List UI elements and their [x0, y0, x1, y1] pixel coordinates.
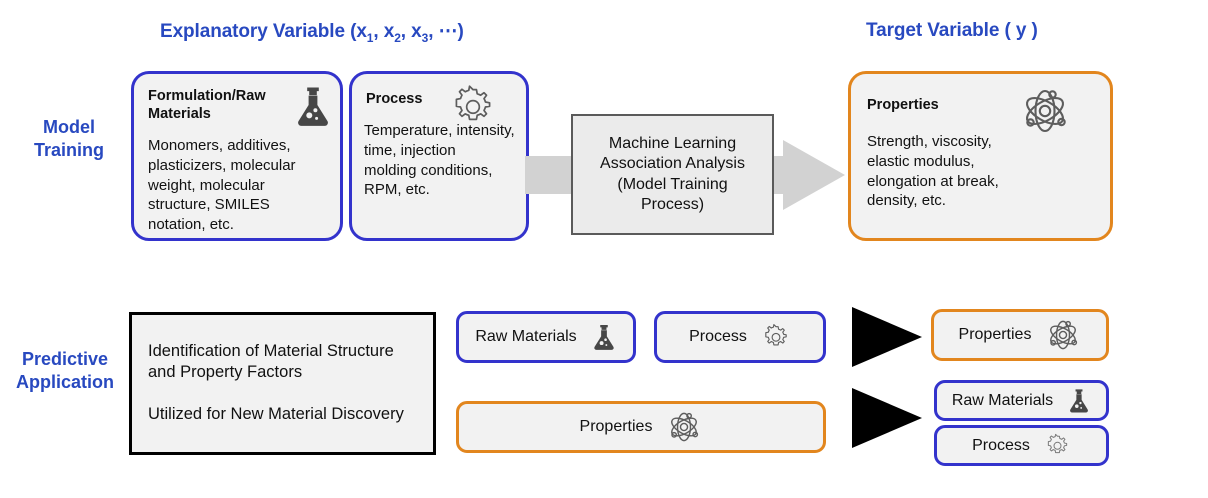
- gear-icon: [761, 322, 791, 352]
- pill-input-process[interactable]: Process: [654, 311, 826, 363]
- pill-output-process[interactable]: Process: [934, 425, 1109, 466]
- atom-icon: [1019, 86, 1071, 136]
- row-label-predictive-application: Predictive Application: [16, 349, 114, 392]
- card-properties[interactable]: Properties Strength, viscosity, elastic …: [848, 71, 1113, 241]
- purpose-line-1: Identification of Material Structure and…: [148, 342, 394, 382]
- pill-output-properties[interactable]: Properties: [931, 309, 1109, 361]
- gear-icon: [450, 82, 496, 128]
- card-formulation-title: Formulation/Raw Materials: [148, 88, 266, 123]
- card-process-title: Process: [366, 91, 423, 107]
- black-arrow-top: [852, 307, 922, 367]
- black-arrow-bottom: [852, 388, 922, 448]
- heading-target-variable: Target Variable ( y ): [866, 20, 1038, 41]
- pill-input-process-label: Process: [689, 328, 747, 345]
- card-properties-body: Strength, viscosity, elastic modulus, el…: [867, 133, 999, 210]
- purpose-box[interactable]: Identification of Material Structure and…: [129, 312, 436, 455]
- atom-icon: [1045, 318, 1081, 352]
- pill-input-properties-label: Properties: [579, 418, 653, 435]
- pill-output-process-label: Process: [972, 436, 1030, 454]
- pill-output-properties-label: Properties: [958, 326, 1032, 343]
- heading-explanatory-suffix: , ⋯): [428, 21, 464, 42]
- machine-learning-text: Machine Learning Association Analysis (M…: [600, 135, 745, 213]
- card-formulation-body: Monomers, additives, plasticizers, molec…: [148, 137, 296, 234]
- card-process-body: Temperature, intensity, time, injection …: [364, 122, 515, 199]
- flask-icon: [293, 84, 333, 128]
- heading-explanatory-variable: Explanatory Variable (x1, x2, x3, ⋯): [160, 20, 464, 45]
- card-formulation-raw-materials[interactable]: Formulation/Raw Materials Monomers, addi…: [131, 71, 343, 241]
- heading-explanatory-sub3: 3: [421, 30, 429, 45]
- atom-icon: [666, 410, 702, 444]
- card-process[interactable]: Process Temperature, intensity, time, in…: [349, 71, 529, 241]
- row-label-model-training: Model Training: [33, 117, 104, 160]
- heading-explanatory-prefix: Explanatory Variable (x: [160, 21, 367, 42]
- card-properties-title: Properties: [867, 97, 939, 113]
- flask-icon: [591, 322, 617, 352]
- heading-explanatory-sub2: 2: [394, 30, 401, 45]
- gear-icon: [1044, 432, 1071, 459]
- pill-input-properties[interactable]: Properties: [456, 401, 826, 453]
- pill-input-raw-materials[interactable]: Raw Materials: [456, 311, 636, 363]
- purpose-spacer: [148, 384, 417, 404]
- pill-input-raw-materials-label: Raw Materials: [475, 328, 577, 345]
- heading-explanatory-sep2: , x: [400, 21, 422, 42]
- pill-output-raw-materials[interactable]: Raw Materials: [934, 380, 1109, 421]
- heading-explanatory-sep1: , x: [373, 21, 395, 42]
- machine-learning-box[interactable]: Machine Learning Association Analysis (M…: [571, 114, 774, 235]
- pill-output-raw-materials-label: Raw Materials: [951, 391, 1054, 409]
- flask-icon: [1067, 387, 1091, 414]
- purpose-line-2: Utilized for New Material Discovery: [148, 404, 404, 423]
- heading-explanatory-sub1: 1: [366, 30, 374, 45]
